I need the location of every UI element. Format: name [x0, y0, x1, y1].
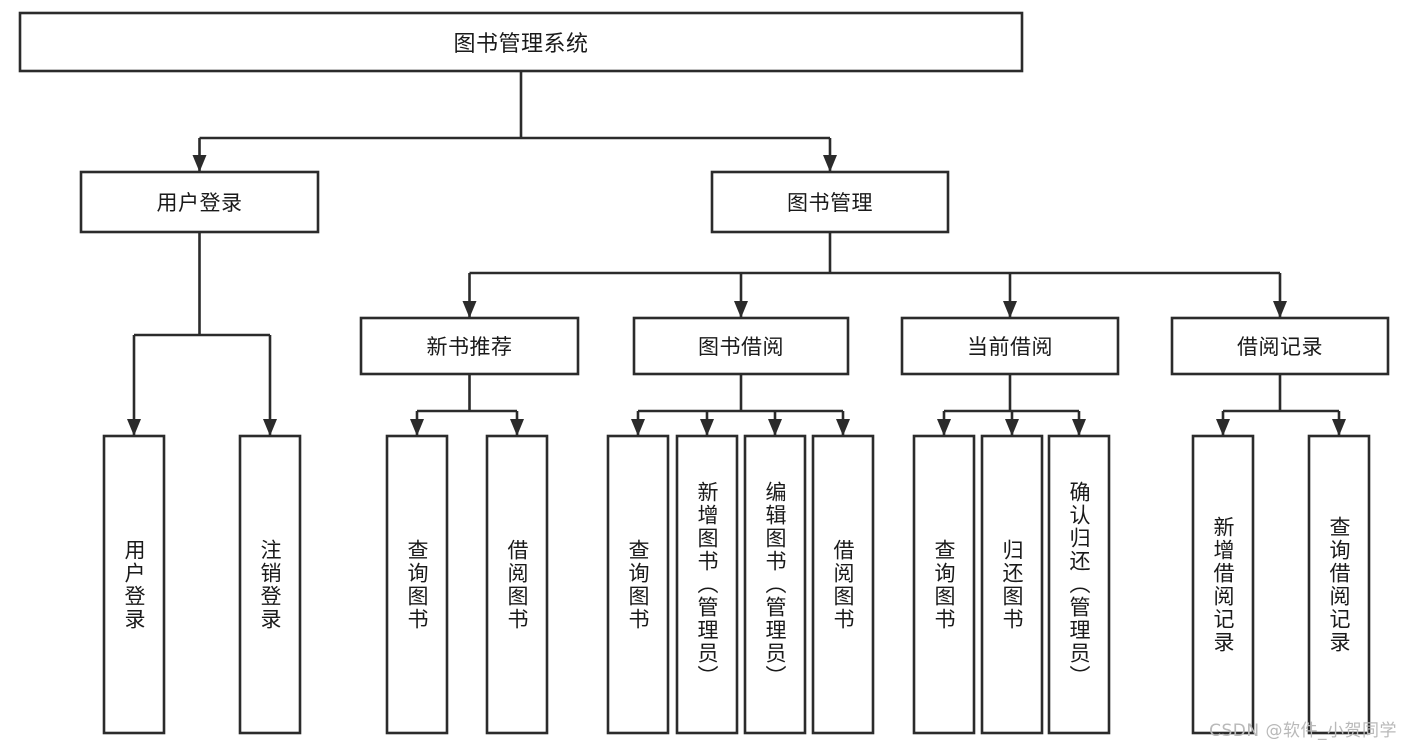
node-leaf-leaf-add-borrow-record[interactable] — [1191, 434, 1255, 735]
node-leaf-leaf-borrow-book-recommend[interactable] — [485, 434, 549, 735]
node-leaf-leaf-edit-book-admin[interactable] — [743, 434, 807, 735]
boxes-layer — [18, 11, 1390, 735]
arrow-head-icon-current-borrow — [1003, 301, 1017, 318]
arrow-head-icon-leaf-confirm-return-admin — [1072, 419, 1086, 436]
node-leaf-leaf-confirm-return-admin[interactable] — [1047, 434, 1111, 735]
arrow-head-icon-leaf-borrow-book — [836, 419, 850, 436]
watermark-text: CSDN @软件_小贺同学 — [1209, 721, 1397, 741]
node-leaf-leaf-query-book-borrow[interactable] — [606, 434, 670, 735]
node-level2-book-borrow[interactable] — [632, 316, 850, 376]
arrow-head-icon-book-management — [823, 155, 837, 172]
node-level2-current-borrow[interactable] — [900, 316, 1120, 376]
arrow-head-icon-leaf-query-book-recommend — [410, 419, 424, 436]
node-leaf-leaf-query-book-recommend[interactable] — [385, 434, 449, 735]
node-level2-new-book-recommend[interactable] — [359, 316, 580, 376]
node-leaf-leaf-borrow-book[interactable] — [811, 434, 875, 735]
node-leaf-leaf-add-book-admin[interactable] — [675, 434, 739, 735]
arrow-head-icon-leaf-edit-book-admin — [768, 419, 782, 436]
arrow-head-icon-leaf-add-book-admin — [700, 419, 714, 436]
arrow-head-icon-leaf-borrow-book-recommend — [510, 419, 524, 436]
arrow-head-icon-leaf-query-borrow-record — [1332, 419, 1346, 436]
node-root-root[interactable] — [18, 11, 1024, 73]
node-leaf-leaf-user-login[interactable] — [102, 434, 166, 735]
node-level2-borrow-record[interactable] — [1170, 316, 1390, 376]
arrow-head-icon-new-book-recommend — [462, 301, 477, 318]
connectors-layer — [127, 71, 1346, 436]
arrow-head-icon-leaf-query-book-borrow — [631, 419, 645, 436]
node-leaf-leaf-user-logout[interactable] — [238, 434, 302, 735]
node-level1-user-login[interactable] — [79, 170, 320, 234]
node-leaf-leaf-return-book[interactable] — [980, 434, 1044, 735]
arrow-head-icon-leaf-return-book — [1005, 419, 1019, 436]
arrow-head-icon-leaf-user-logout — [263, 419, 277, 436]
arrow-head-icon-user-login — [192, 155, 207, 172]
node-leaf-leaf-query-book-current[interactable] — [912, 434, 976, 735]
arrow-head-icon-book-borrow — [734, 301, 748, 318]
arrow-head-icon-leaf-add-borrow-record — [1216, 419, 1230, 436]
arrow-head-icon-leaf-user-login — [127, 419, 141, 436]
node-leaf-leaf-query-borrow-record[interactable] — [1307, 434, 1371, 735]
node-level1-book-management[interactable] — [710, 170, 950, 234]
arrow-head-icon-borrow-record — [1273, 301, 1287, 318]
arrow-head-icon-leaf-query-book-current — [937, 419, 951, 436]
